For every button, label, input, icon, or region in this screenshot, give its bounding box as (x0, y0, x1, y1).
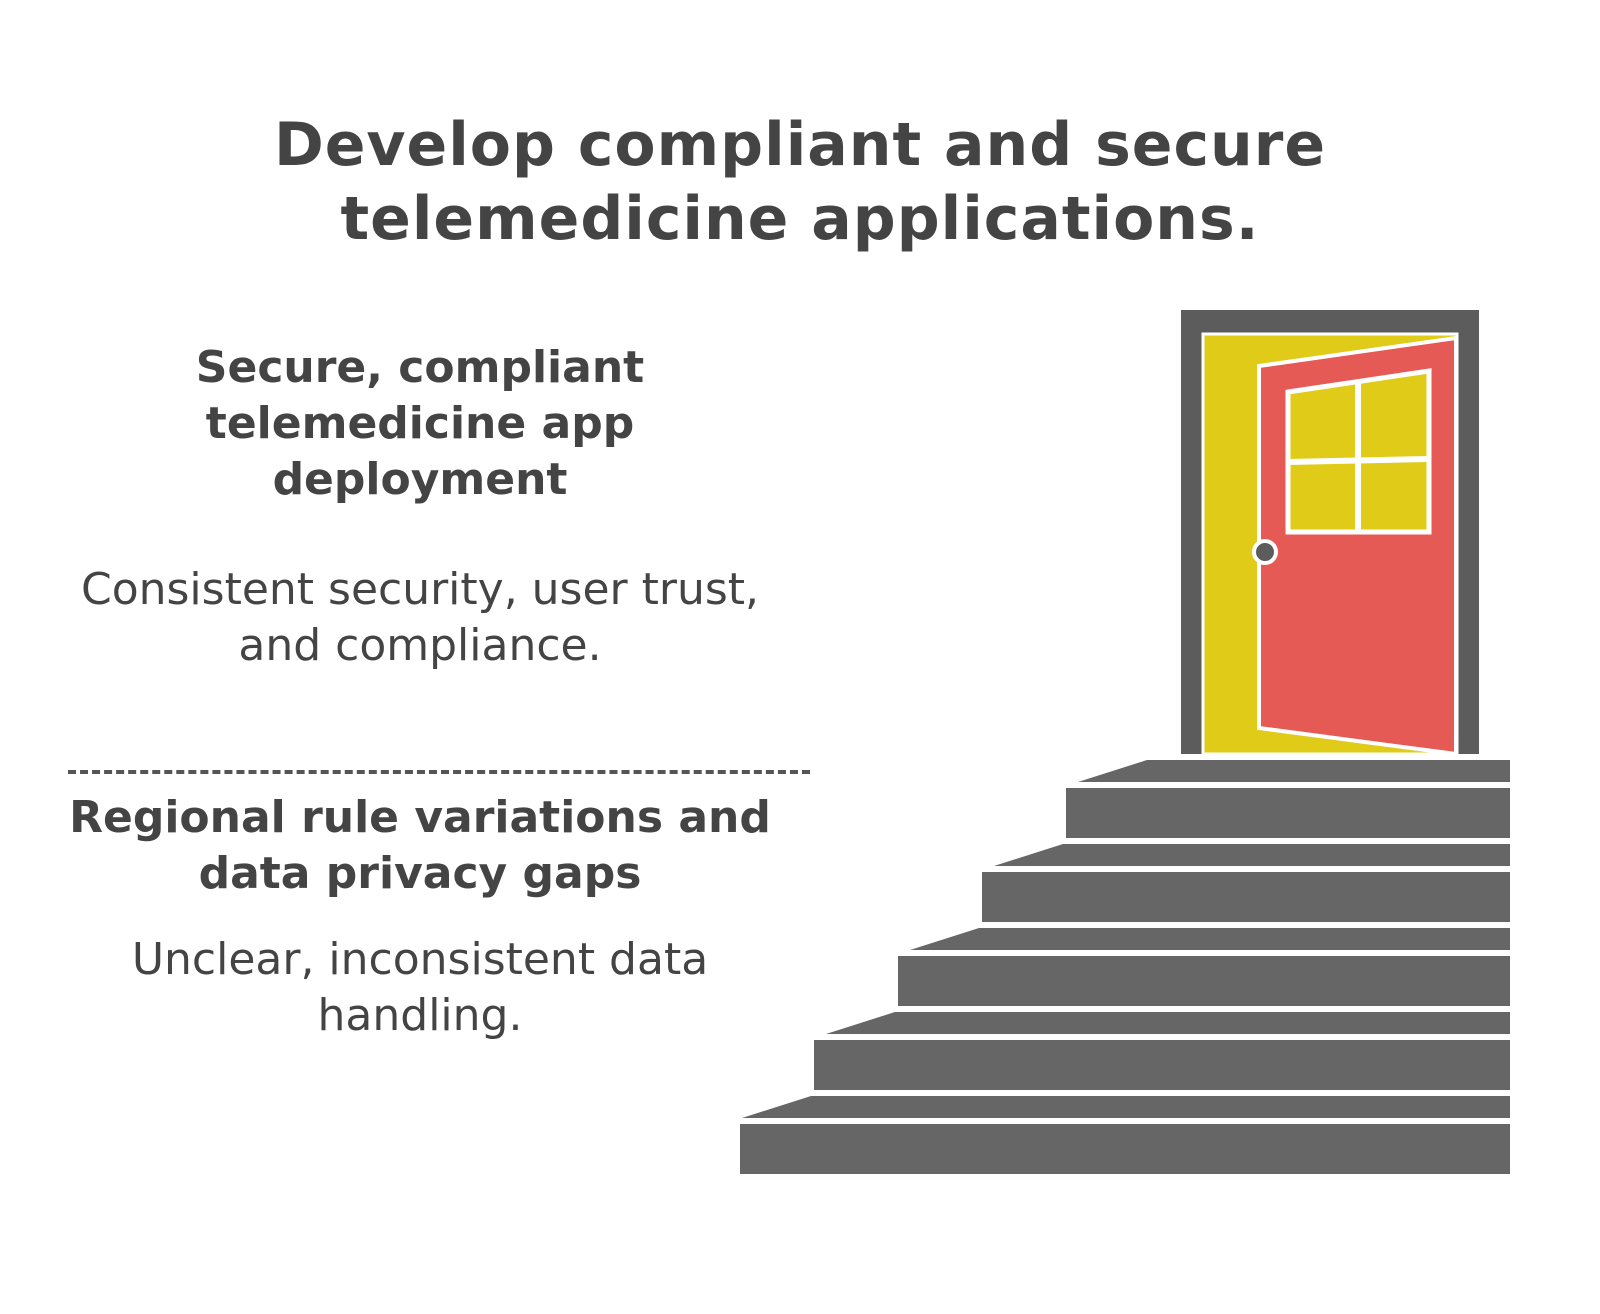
stair-step-2-tread (994, 844, 1510, 866)
dashed-divider (68, 770, 810, 774)
stair-step-3-tread (910, 928, 1510, 950)
stair-step-1-tread (1078, 760, 1510, 782)
stair-step-1-riser (1066, 788, 1510, 838)
page-title: Develop compliant and secure telemedicin… (273, 110, 1327, 254)
goal-block: Secure, compliant telemedicine app deplo… (60, 340, 780, 674)
goal-description: Consistent security, user trust, and com… (80, 564, 760, 671)
door-knob-icon (1252, 539, 1278, 565)
challenge-description: Unclear, inconsistent data handling. (131, 934, 709, 1041)
stair-step-4-riser (814, 1040, 1510, 1090)
stair-step-3-riser (898, 956, 1510, 1006)
stairs-to-door-illustration (740, 310, 1510, 1174)
goal-heading: Secure, compliant telemedicine app deplo… (195, 342, 645, 505)
stair-step-2-riser (982, 872, 1510, 922)
challenge-block: Regional rule variations and data privac… (60, 790, 780, 1044)
stair-step-4-tread (826, 1012, 1510, 1034)
stair-step-5-tread (742, 1096, 1510, 1118)
staircase-icon (740, 760, 1510, 1174)
stair-step-5-riser (740, 1124, 1510, 1174)
challenge-heading: Regional rule variations and data privac… (69, 792, 771, 899)
open-door-icon (1181, 310, 1479, 757)
